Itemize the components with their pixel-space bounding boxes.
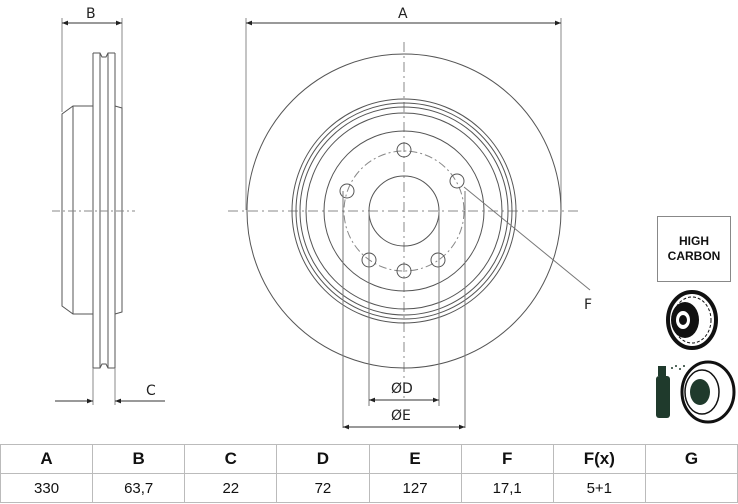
value-f: 17,1 [460,473,554,503]
value-b: 63,7 [92,473,186,503]
value-e: 127 [368,473,462,503]
header-c: C [184,444,278,474]
header-e: E [368,444,462,474]
dim-label-d: ØD [391,381,413,397]
side-view [52,18,165,405]
header-fx: F(x) [552,444,646,474]
value-d: 72 [276,473,370,503]
dim-label-c: C [146,383,156,399]
specs-table: A B C D E F F(x) G 330 63,7 22 72 127 17… [0,444,738,503]
header-g: G [644,444,738,474]
header-f: F [460,444,554,474]
badge-line-2: CARBON [667,249,721,263]
value-a: 330 [0,473,94,503]
dim-label-f: F [584,297,592,313]
dim-label-b: B [86,6,96,22]
header-b: B [92,444,186,474]
high-carbon-badge: HIGH CARBON [657,216,731,282]
specs-header-row: A B C D E F F(x) G [0,444,738,474]
header-a: A [0,444,94,474]
value-fx: 5+1 [552,473,646,503]
brake-disc-technical-drawing: B C A F ØD ØE [52,6,736,430]
value-g [644,473,738,503]
badge-line-1: HIGH [679,234,709,248]
vented-disc-icon [666,290,718,350]
value-c: 22 [184,473,278,503]
dim-label-e: ØE [391,408,411,424]
header-d: D [276,444,370,474]
specs-value-row: 330 63,7 22 72 127 17,1 5+1 [0,473,738,503]
front-view [228,18,591,430]
coated-disc-spray-icon [656,360,736,424]
dim-label-a: A [398,6,408,22]
